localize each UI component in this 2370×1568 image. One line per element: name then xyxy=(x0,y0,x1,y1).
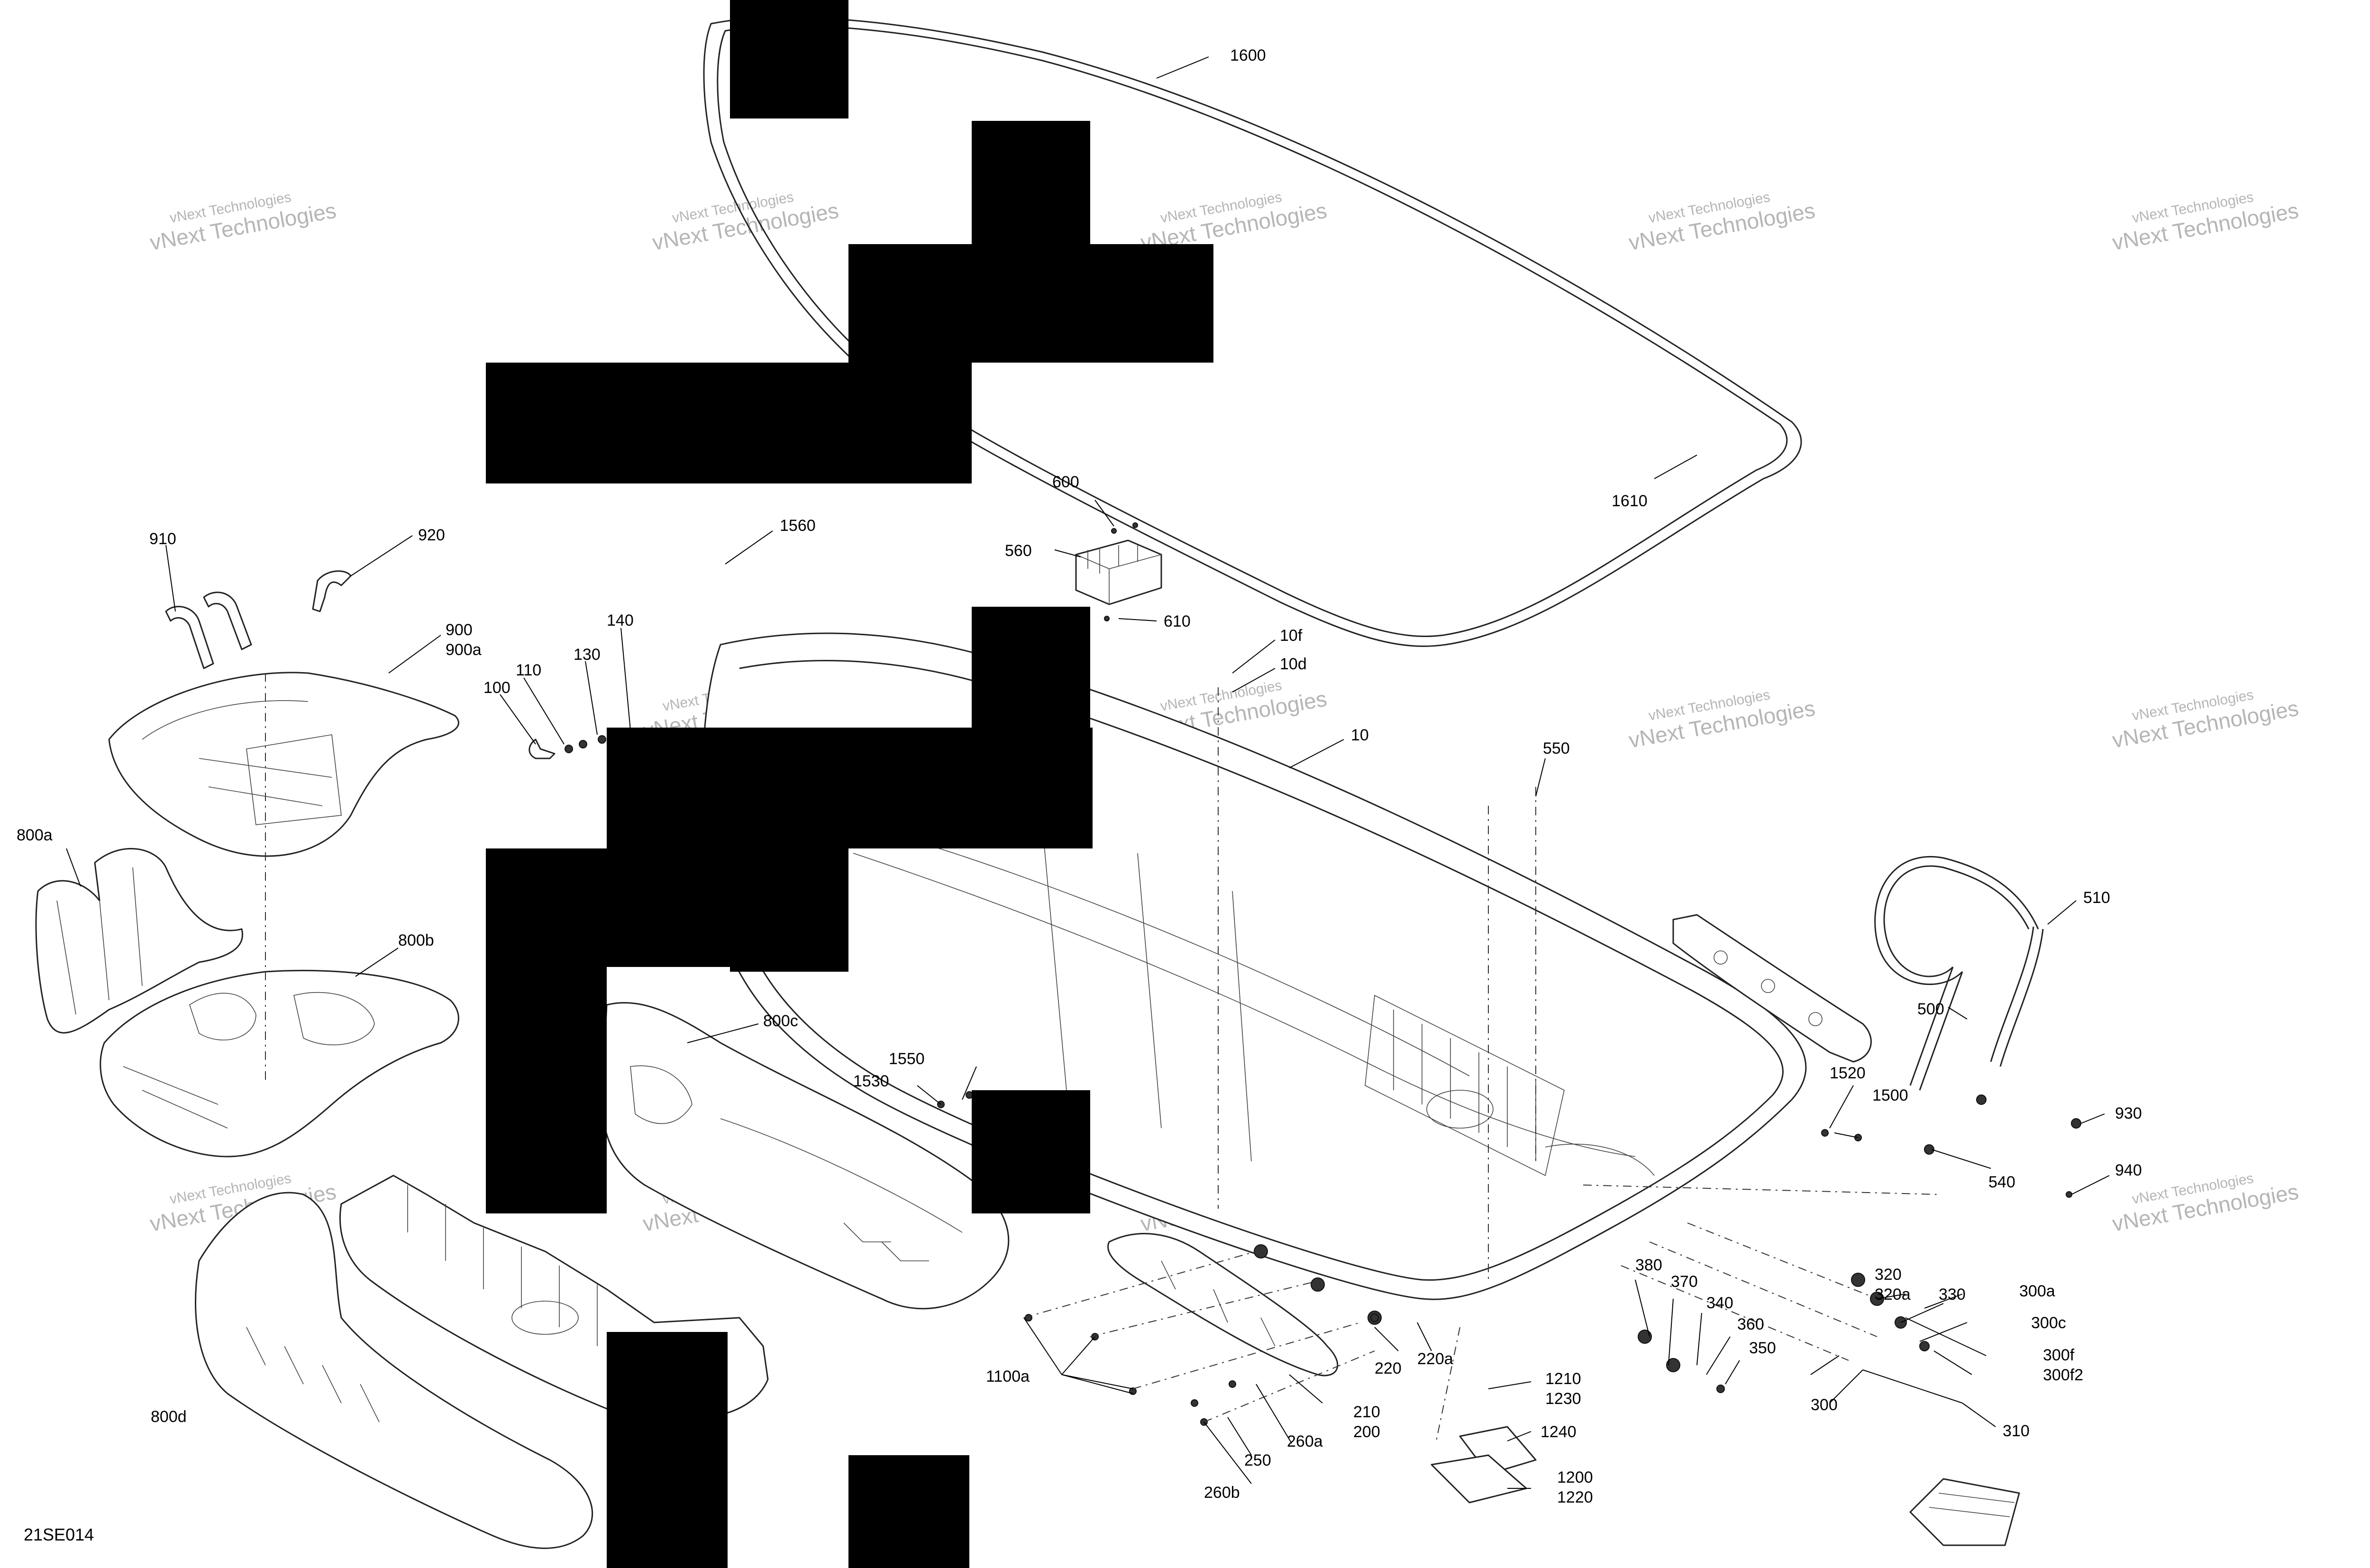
callout-1210: 1210 xyxy=(1545,1370,1581,1388)
seal-ring-part xyxy=(703,17,1802,647)
callout-10d: 10d xyxy=(1280,655,1307,673)
callout-540: 540 xyxy=(1988,1173,2015,1191)
seat-base-part-800d xyxy=(195,1192,593,1549)
callout-380: 380 xyxy=(1635,1256,1662,1274)
callout-300c: 300c xyxy=(2031,1314,2066,1332)
callout-930: 930 xyxy=(2115,1104,2142,1122)
watermark: vNext Technologies vNext Technologies xyxy=(2110,189,2300,255)
watermark: vNext Technologies vNext Technologies xyxy=(1139,189,1329,255)
callout-800a: 800a xyxy=(17,826,53,844)
grab-handle-part xyxy=(529,735,606,759)
callout-560: 560 xyxy=(1005,542,1032,560)
callout-320: 320 xyxy=(1875,1266,1902,1284)
callout-910: 910 xyxy=(149,530,176,548)
callout-1100a: 1100a xyxy=(986,1367,1030,1386)
callout-200: 200 xyxy=(1353,1423,1380,1441)
callout-360: 360 xyxy=(1737,1315,1764,1333)
callout-250: 250 xyxy=(1244,1451,1271,1469)
watermark: vNext Technologies vNext Technologies xyxy=(148,189,338,255)
callout-100: 100 xyxy=(483,679,510,697)
callout-1220: 1220 xyxy=(1557,1488,1593,1506)
callout-330: 330 xyxy=(1939,1285,1966,1304)
seat-handle-part xyxy=(165,570,352,669)
callout-1550: 1550 xyxy=(889,1050,925,1068)
callout-110: 110 xyxy=(516,661,541,679)
watermark: vNext Technologies vNext Technologies xyxy=(2110,687,2300,752)
callout-900a: 900a xyxy=(446,641,482,659)
callout-800b: 800b xyxy=(398,931,434,949)
assembly-guides xyxy=(265,673,1939,1441)
callout-1200: 1200 xyxy=(1557,1468,1593,1486)
callout-220a: 220a xyxy=(1417,1350,1453,1368)
callout-510: 510 xyxy=(2083,889,2110,907)
callout-300a: 300a xyxy=(2019,1282,2055,1300)
callout-350: 350 xyxy=(1749,1339,1776,1357)
callout-370: 370 xyxy=(1671,1273,1698,1291)
callout-10f: 10f xyxy=(1280,627,1303,645)
callout-1560: 1560 xyxy=(780,517,816,535)
callout-610: 610 xyxy=(1164,612,1191,630)
step-plate-part xyxy=(1431,1426,2020,1546)
leader-lines xyxy=(66,56,2110,1489)
watermark: vNext Technologies vNext Technologies xyxy=(1627,189,1817,255)
callout-340: 340 xyxy=(1706,1294,1733,1312)
callout-1530: 1530 xyxy=(853,1072,889,1090)
callout-260b: 260b xyxy=(1204,1484,1240,1502)
seat-cushion-part-800c xyxy=(601,1002,1010,1310)
electronic-module-part xyxy=(1075,522,1162,621)
callout-1610: 1610 xyxy=(1612,492,1648,510)
callout-1230: 1230 xyxy=(1545,1390,1581,1408)
diagram-code: 21SE014 xyxy=(24,1525,94,1544)
callout-900: 900 xyxy=(446,621,473,639)
side-rail-part xyxy=(1107,1233,1382,1377)
callout-260a: 260a xyxy=(1287,1432,1323,1450)
callout-1500: 1500 xyxy=(1872,1086,1908,1104)
callout-800c: 800c xyxy=(763,1012,798,1030)
callout-300: 300 xyxy=(1811,1396,1838,1414)
callout-500: 500 xyxy=(1917,1000,1944,1018)
callout-940: 940 xyxy=(2115,1161,2142,1179)
callout-920: 920 xyxy=(418,526,445,544)
redaction-blocks xyxy=(486,0,1213,1568)
callout-600: 600 xyxy=(1052,473,1079,491)
callout-300f2: 300f2 xyxy=(2043,1366,2083,1384)
callout-labels: 1600 1610 600 560 610 1560 910 920 900 9… xyxy=(17,46,2142,1544)
callout-220: 220 xyxy=(1375,1359,1402,1377)
seat-pan-part xyxy=(108,672,459,857)
callout-800d: 800d xyxy=(151,1408,187,1426)
seat-side-part-800a xyxy=(35,848,243,1034)
callout-1520: 1520 xyxy=(1830,1064,1866,1082)
side-trim-part xyxy=(1672,914,1872,1063)
callout-1240: 1240 xyxy=(1540,1423,1577,1441)
callout-550: 550 xyxy=(1543,739,1570,757)
callout-10: 10 xyxy=(1351,726,1369,744)
callout-210: 210 xyxy=(1353,1403,1380,1421)
callout-140: 140 xyxy=(607,611,634,629)
callout-130: 130 xyxy=(574,646,601,664)
seat-middle-part-800b xyxy=(100,970,459,1158)
hose-part xyxy=(1874,856,2044,1091)
watermark: vNext Technologies vNext Technologies xyxy=(1627,687,1817,752)
callout-320a: 320a xyxy=(1875,1285,1911,1304)
callout-310: 310 xyxy=(2003,1422,2030,1440)
callout-1600: 1600 xyxy=(1230,46,1266,64)
callout-300f: 300f xyxy=(2043,1346,2075,1364)
